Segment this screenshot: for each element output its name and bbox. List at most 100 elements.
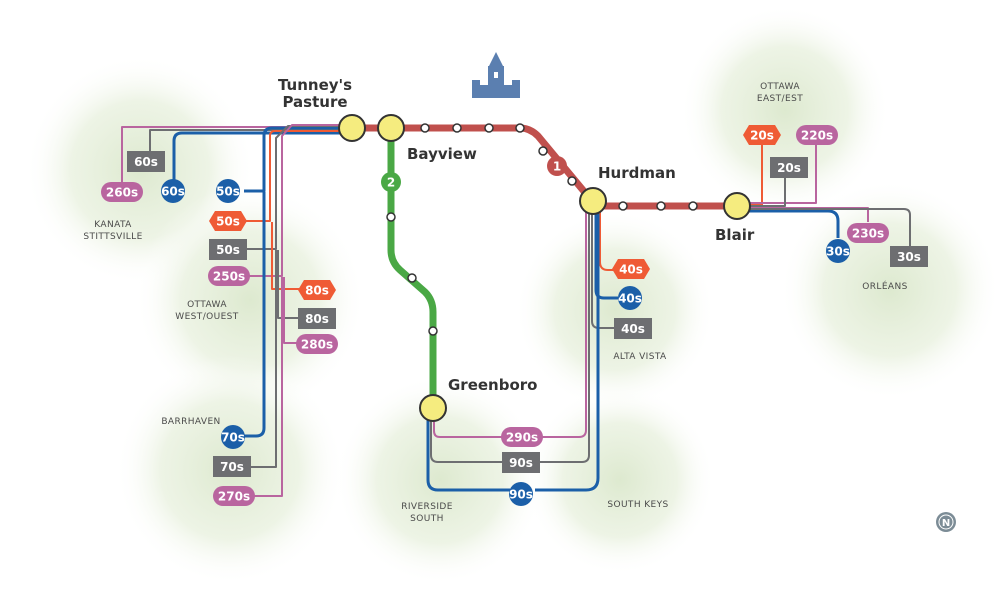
- area-label-ottawa-west-2: WEST/OUEST: [175, 312, 238, 322]
- line-1-stop: [484, 123, 494, 133]
- station-tunneys-pasture[interactable]: [338, 114, 366, 142]
- route-badge-80s-gray[interactable]: 80s: [298, 308, 336, 329]
- svg-text:290s: 290s: [506, 431, 538, 445]
- route-80s-orange-line: [271, 222, 300, 290]
- line-1-track: [352, 124, 740, 210]
- parliament-building-icon: [472, 52, 520, 98]
- station-bayview[interactable]: [377, 114, 405, 142]
- svg-text:40s: 40s: [618, 292, 642, 306]
- route-30s-blue-line: [745, 209, 840, 238]
- station-label-tunneys-line2: Pasture: [282, 93, 347, 111]
- route-badge-80s-orange[interactable]: 80s: [298, 280, 336, 300]
- area-label-orleans: ORLÉANS: [862, 280, 907, 292]
- area-label-ottawa-east-1: OTTAWA: [760, 82, 800, 92]
- svg-text:30s: 30s: [897, 250, 921, 264]
- line-1-stops: [420, 123, 698, 211]
- station-label-hurdman: Hurdman: [598, 164, 676, 182]
- route-badge-220s[interactable]: 220s: [796, 125, 838, 145]
- route-badge-260s[interactable]: 260s: [101, 182, 143, 202]
- route-badge-30s-gray[interactable]: 30s: [890, 246, 928, 267]
- south-keys-area-shade: [525, 385, 715, 575]
- riverside-south-area-shade: [335, 375, 545, 585]
- area-label-ottawa-west-1: OTTAWA: [187, 300, 227, 310]
- route-40s-orange-line: [599, 207, 618, 271]
- ottawa-east-area-shade: [680, 5, 890, 215]
- route-80s-gray-line: [277, 250, 300, 319]
- svg-text:80s: 80s: [305, 312, 329, 326]
- area-label-stittsville: STITTSVILLE: [83, 232, 142, 242]
- route-30s-gray-line: [745, 208, 911, 246]
- route-badge-90s-gray[interactable]: 90s: [502, 452, 540, 473]
- svg-text:80s: 80s: [305, 284, 329, 298]
- svg-text:90s: 90s: [509, 488, 533, 502]
- svg-text:50s: 50s: [216, 243, 240, 257]
- svg-text:50s: 50s: [216, 215, 240, 229]
- station-blair[interactable]: [723, 192, 751, 220]
- route-badge-250s[interactable]: 250s: [208, 266, 250, 286]
- route-badge-280s[interactable]: 280s: [296, 334, 338, 354]
- route-60s-blue-line: [172, 131, 352, 188]
- station-label-blair: Blair: [715, 226, 755, 244]
- area-label-riverside: RIVERSIDE: [401, 502, 453, 512]
- svg-text:70s: 70s: [220, 460, 244, 474]
- route-badge-230s[interactable]: 230s: [847, 223, 889, 243]
- station-label-bayview: Bayview: [407, 145, 477, 163]
- route-badge-50s-orange[interactable]: 50s: [209, 211, 247, 231]
- area-label-kanata: KANATA: [94, 220, 132, 230]
- svg-text:250s: 250s: [213, 270, 245, 284]
- transfer-stations: [338, 114, 751, 422]
- route-badge-60s-blue[interactable]: 60s: [161, 179, 185, 203]
- orleans-area-shade: [780, 180, 996, 400]
- svg-text:20s: 20s: [777, 161, 801, 175]
- route-50s-orange-line: [244, 130, 353, 222]
- route-badge-40s-orange[interactable]: 40s: [612, 259, 650, 279]
- route-badge-40s-gray[interactable]: 40s: [614, 318, 652, 339]
- route-90s-gray-line: [430, 208, 590, 463]
- line-2-stop: [386, 212, 396, 222]
- area-label-south: SOUTH: [410, 514, 444, 524]
- line-2-stop: [407, 273, 417, 283]
- line-1-stop: [618, 201, 628, 211]
- svg-text:60s: 60s: [134, 155, 158, 169]
- station-greenboro[interactable]: [419, 394, 447, 422]
- svg-text:40s: 40s: [621, 322, 645, 336]
- line-1-stop: [688, 201, 698, 211]
- line-2-badge: 2: [381, 172, 401, 192]
- station-hurdman[interactable]: [579, 187, 607, 215]
- route-50s-blue-line: [244, 126, 352, 193]
- route-20s-gray-line: [745, 178, 786, 207]
- line-1-stop: [515, 123, 525, 133]
- line-2-track: [387, 128, 437, 405]
- svg-text:260s: 260s: [106, 186, 138, 200]
- route-badge-30s-blue[interactable]: 30s: [826, 239, 850, 263]
- route-badge-70s-gray[interactable]: 70s: [213, 456, 251, 477]
- route-badge-20s-gray[interactable]: 20s: [770, 157, 808, 178]
- svg-text:220s: 220s: [801, 129, 833, 143]
- route-badge-90s-blue[interactable]: 90s: [509, 482, 533, 506]
- line-2-number: 2: [387, 176, 395, 190]
- line-2-stop: [428, 326, 438, 336]
- route-badge-270s[interactable]: 270s: [213, 486, 255, 506]
- route-290s-line: [433, 206, 587, 438]
- route-badge-50s-blue[interactable]: 50s: [216, 179, 240, 203]
- svg-text:40s: 40s: [619, 263, 643, 277]
- route-90s-blue-line: [426, 208, 600, 492]
- area-shading: [25, 5, 996, 585]
- route-70s-gray-line: [244, 250, 277, 468]
- north-compass-icon: N: [936, 512, 956, 532]
- area-label-ottawa-east-2: EAST/EST: [757, 94, 803, 104]
- svg-text:20s: 20s: [750, 129, 774, 143]
- route-badge-70s-blue[interactable]: 70s: [221, 425, 245, 449]
- route-badge-20s-orange[interactable]: 20s: [743, 125, 781, 145]
- route-250s-line: [244, 124, 350, 277]
- line-1-stop: [538, 146, 548, 156]
- route-badge-50s-gray[interactable]: 50s: [209, 239, 247, 260]
- route-220s-line: [745, 140, 817, 204]
- route-badge-60s-gray[interactable]: 60s: [127, 151, 165, 172]
- line-1-stop: [656, 201, 666, 211]
- west-bus-lines: [121, 124, 353, 497]
- route-badge-290s[interactable]: 290s: [501, 427, 543, 447]
- area-label-south-keys: SOUTH KEYS: [607, 500, 668, 510]
- route-badge-40s-blue[interactable]: 40s: [618, 286, 642, 310]
- svg-text:30s: 30s: [826, 245, 850, 259]
